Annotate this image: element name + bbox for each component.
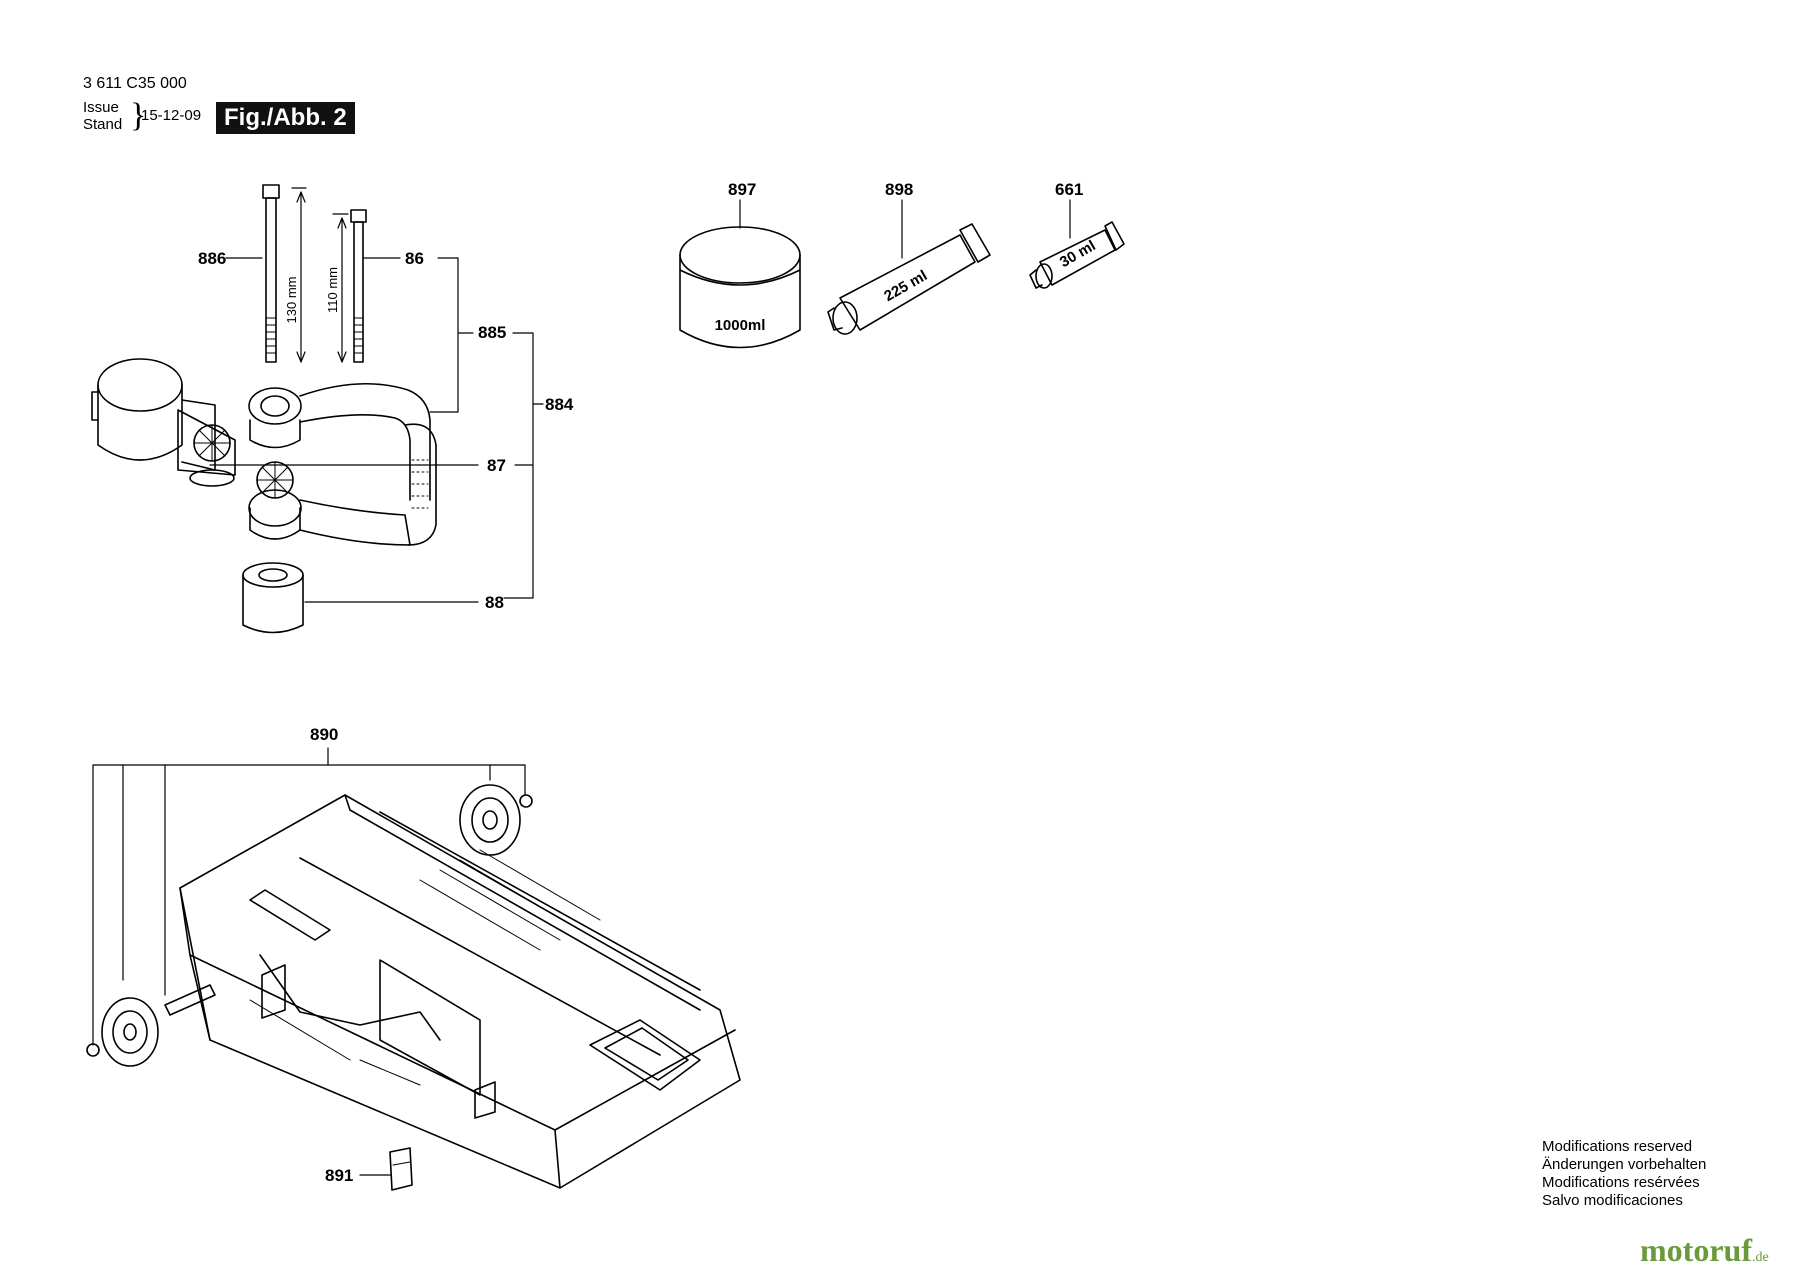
- case-body: [179, 794, 741, 1189]
- callout-891: 891: [325, 1166, 353, 1185]
- modifications-notice: Modifications reserved Änderungen vorbeh…: [1542, 1138, 1706, 1210]
- issue-labels: Issue Stand: [83, 99, 122, 133]
- figure-label: Fig./Abb. 2: [216, 102, 355, 134]
- tube-small-volume-label: 30 ml: [1057, 237, 1099, 271]
- latch-891: [389, 1147, 413, 1191]
- notice-fr: Modifications resérvées: [1542, 1174, 1700, 1191]
- stand-label: Stand: [83, 116, 123, 133]
- serrated-disc: [189, 424, 235, 487]
- page-number: 3 611 C35 000: [83, 75, 187, 92]
- clamp-band: [91, 358, 236, 476]
- dimension-110mm: [332, 213, 349, 363]
- handle-lower-half: [248, 461, 411, 546]
- callout-leaders-handle: [209, 257, 544, 603]
- cap-88: [242, 562, 304, 634]
- callout-87: 87: [487, 456, 506, 475]
- issue-block: Issue Stand } 15-12-09: [83, 99, 201, 134]
- handle-upper-half: [248, 383, 431, 501]
- watermark-name: motoruf: [1640, 1232, 1752, 1268]
- grease-tube-small: [1029, 199, 1125, 289]
- dimension-130mm: [291, 187, 307, 363]
- site-watermark: motoruf.de: [1640, 1232, 1769, 1269]
- callout-661: 661: [1055, 180, 1083, 199]
- callout-897: 897: [728, 180, 756, 199]
- callout-884: 884: [545, 395, 574, 414]
- watermark-tld: .de: [1751, 1250, 1769, 1265]
- grease-tub: [679, 199, 801, 349]
- callout-885: 885: [478, 323, 506, 342]
- callout-886: 886: [198, 249, 226, 268]
- wheel-top: [459, 784, 533, 856]
- issue-label: Issue: [83, 99, 119, 116]
- handle-grip: [404, 423, 437, 546]
- tub-volume-label: 1000ml: [715, 317, 766, 334]
- callout-leaders-case: [92, 747, 526, 1176]
- grease-tube-large: [827, 199, 991, 335]
- dimension-label-130mm: 130 mm: [284, 277, 299, 324]
- callout-890: 890: [310, 725, 338, 744]
- callout-86: 86: [405, 249, 424, 268]
- callout-88: 88: [485, 593, 504, 612]
- notice-en: Modifications reserved: [1542, 1138, 1693, 1155]
- bolt-886: [262, 184, 280, 363]
- callout-898: 898: [885, 180, 913, 199]
- bolt-86: [350, 209, 367, 363]
- notice-de: Änderungen vorbehalten: [1542, 1156, 1707, 1173]
- brace-symbol: }: [130, 97, 147, 134]
- notice-es: Salvo modificaciones: [1542, 1192, 1683, 1209]
- wheel-bottom: [86, 984, 216, 1067]
- issue-date: 15-12-09: [141, 107, 202, 124]
- dimension-label-110mm: 110 mm: [325, 267, 340, 313]
